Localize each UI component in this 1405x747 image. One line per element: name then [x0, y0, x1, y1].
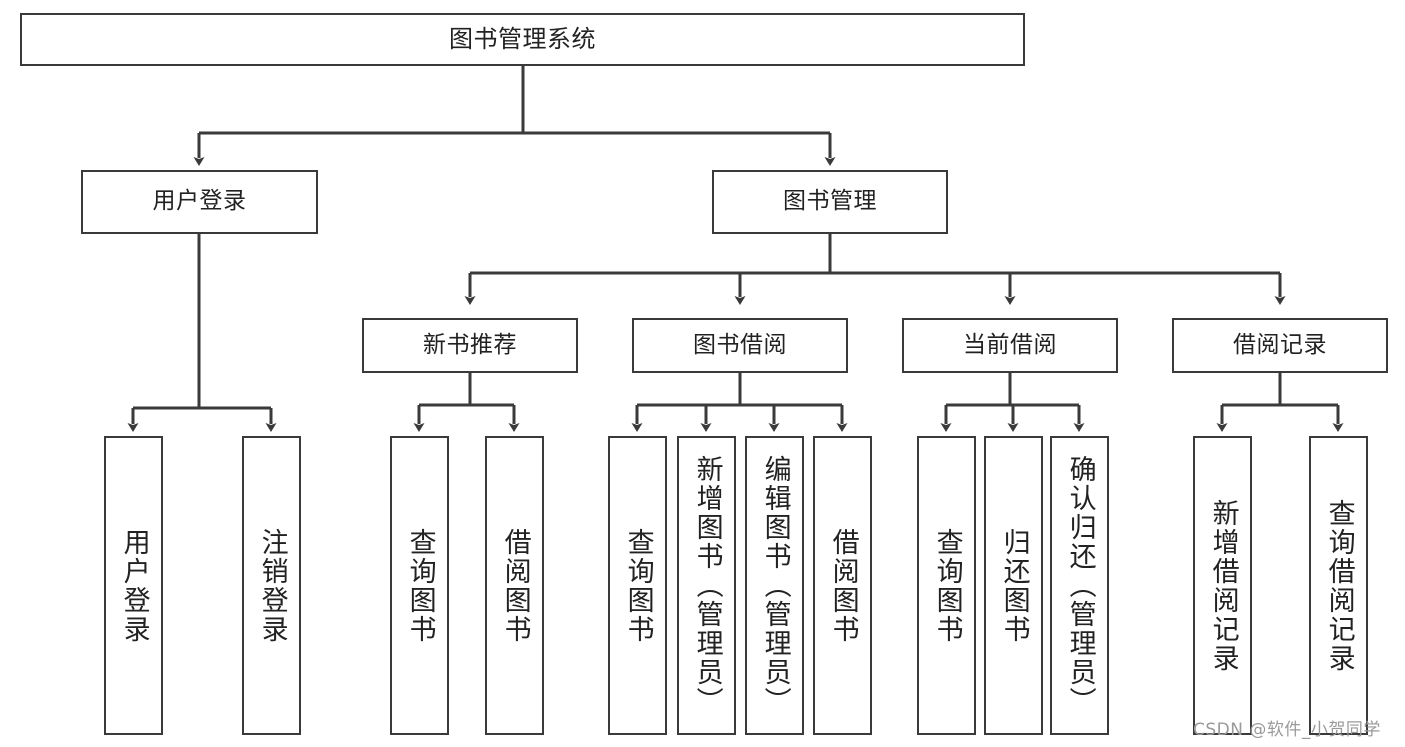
leaf-borrow-add-book-label: 新增图书（管理员） [691, 455, 723, 716]
leaf-current-confirm-return-label: 确认归还（管理员） [1064, 455, 1096, 716]
leaf-current-query-book[interactable]: 查询图书 [917, 436, 976, 735]
leaf-borrow-borrow-book-label: 借阅图书 [827, 527, 859, 644]
node-book-management-label: 图书管理 [783, 188, 877, 215]
leaf-borrow-query-book-label: 查询图书 [622, 527, 654, 644]
leaf-user-login-signin[interactable]: 用户登录 [104, 436, 163, 735]
leaf-records-add-record-label: 新增借阅记录 [1207, 498, 1239, 673]
leaf-user-login-signin-label: 用户登录 [118, 527, 150, 644]
node-book-borrow-label: 图书借阅 [693, 331, 787, 358]
leaf-borrow-query-book[interactable]: 查询图书 [608, 436, 667, 735]
node-current-borrow[interactable]: 当前借阅 [902, 318, 1118, 373]
node-root[interactable]: 图书管理系统 [20, 13, 1025, 66]
node-user-login-label: 用户登录 [152, 188, 247, 215]
node-root-label: 图书管理系统 [449, 25, 596, 54]
leaf-current-confirm-return[interactable]: 确认归还（管理员） [1050, 436, 1109, 735]
leaf-new-book-borrow[interactable]: 借阅图书 [485, 436, 544, 735]
leaf-borrow-borrow-book[interactable]: 借阅图书 [813, 436, 872, 735]
node-new-book-recommend-label: 新书推荐 [423, 331, 517, 358]
node-current-borrow-label: 当前借阅 [963, 331, 1057, 358]
leaf-new-book-query[interactable]: 查询图书 [390, 436, 449, 735]
node-book-borrow[interactable]: 图书借阅 [632, 318, 848, 373]
leaf-user-login-signout-label: 注销登录 [256, 527, 288, 644]
leaf-user-login-signout[interactable]: 注销登录 [242, 436, 301, 735]
node-book-management[interactable]: 图书管理 [712, 170, 948, 234]
node-borrow-records-label: 借阅记录 [1233, 331, 1327, 358]
leaf-current-return-book-label: 归还图书 [998, 527, 1030, 644]
leaf-current-query-book-label: 查询图书 [931, 527, 963, 644]
leaf-records-query-record[interactable]: 查询借阅记录 [1309, 436, 1368, 735]
node-borrow-records[interactable]: 借阅记录 [1172, 318, 1388, 373]
leaf-borrow-edit-book-label: 编辑图书（管理员） [759, 455, 791, 716]
leaf-records-add-record[interactable]: 新增借阅记录 [1193, 436, 1252, 735]
leaf-current-return-book[interactable]: 归还图书 [984, 436, 1043, 735]
node-user-login[interactable]: 用户登录 [81, 170, 318, 234]
leaf-new-book-query-label: 查询图书 [404, 527, 436, 644]
leaf-new-book-borrow-label: 借阅图书 [499, 527, 531, 644]
leaf-records-query-record-label: 查询借阅记录 [1323, 498, 1355, 673]
node-new-book-recommend[interactable]: 新书推荐 [362, 318, 578, 373]
leaf-borrow-add-book[interactable]: 新增图书（管理员） [677, 436, 736, 735]
leaf-borrow-edit-book[interactable]: 编辑图书（管理员） [745, 436, 804, 735]
